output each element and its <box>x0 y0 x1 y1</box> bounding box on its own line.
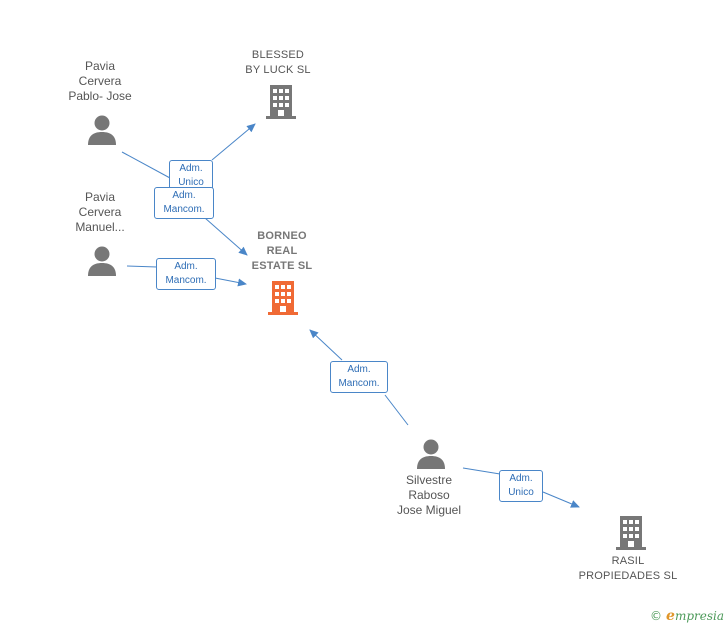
edge-label-e2[interactable]: Adm. Mancom. <box>154 187 214 219</box>
node-blessed[interactable]: BLESSED BY LUCK SL <box>218 48 338 78</box>
edge-pavia-pablo-borneo <box>204 217 248 256</box>
person-icon <box>88 115 116 145</box>
node-label: Silvestre Raboso Jose Miguel <box>396 473 462 517</box>
node-label: BLESSED BY LUCK SL <box>245 49 311 76</box>
node-borneo[interactable]: BORNEO REAL ESTATE SL <box>222 229 342 274</box>
edge-silvestre-rasil <box>542 491 580 508</box>
building-icon <box>266 85 296 119</box>
edge-label-e3[interactable]: Adm. Mancom. <box>156 258 216 290</box>
node-label: Pavia Cervera Manuel... <box>75 190 125 234</box>
edge-silvestre-borneo-tail <box>384 394 409 426</box>
edge-label-e5[interactable]: Adm. Unico <box>499 470 543 502</box>
node-label: Pavia Cervera Pablo- Jose <box>68 59 132 103</box>
building-icon <box>268 281 298 315</box>
edge-pavia-manuel-borneo <box>214 277 247 287</box>
node-rasil[interactable]: RASIL PROPIEDADES SL <box>563 554 693 584</box>
person-icon <box>88 246 116 276</box>
node-silvestre[interactable]: Silvestre Raboso Jose Miguel <box>384 473 474 518</box>
edge-pavia-manuel-borneo-tail <box>126 265 158 268</box>
brand-logo: ©empresia <box>650 608 724 624</box>
node-pavia-pablo[interactable]: Pavia Cervera Pablo- Jose <box>55 59 145 104</box>
person-icon <box>417 439 445 469</box>
edge-silvestre-rasil-tail <box>462 467 501 475</box>
copyright-icon: © <box>650 609 663 623</box>
edge-pavia-pablo-blessed <box>211 123 256 161</box>
brand-text: mpresia <box>674 609 724 623</box>
edge-pavia-pablo-blessed-tail <box>121 151 171 179</box>
edge-silvestre-borneo <box>309 329 343 361</box>
edge-label-e1[interactable]: Adm. Unico <box>169 160 213 192</box>
node-pavia-manuel[interactable]: Pavia Cervera Manuel... <box>55 190 145 235</box>
node-label: BORNEO REAL ESTATE SL <box>251 230 313 272</box>
building-icon <box>616 516 646 550</box>
brand-mark: e <box>666 608 675 624</box>
node-label: RASIL PROPIEDADES SL <box>578 555 678 582</box>
edge-label-e4[interactable]: Adm. Mancom. <box>330 361 388 393</box>
